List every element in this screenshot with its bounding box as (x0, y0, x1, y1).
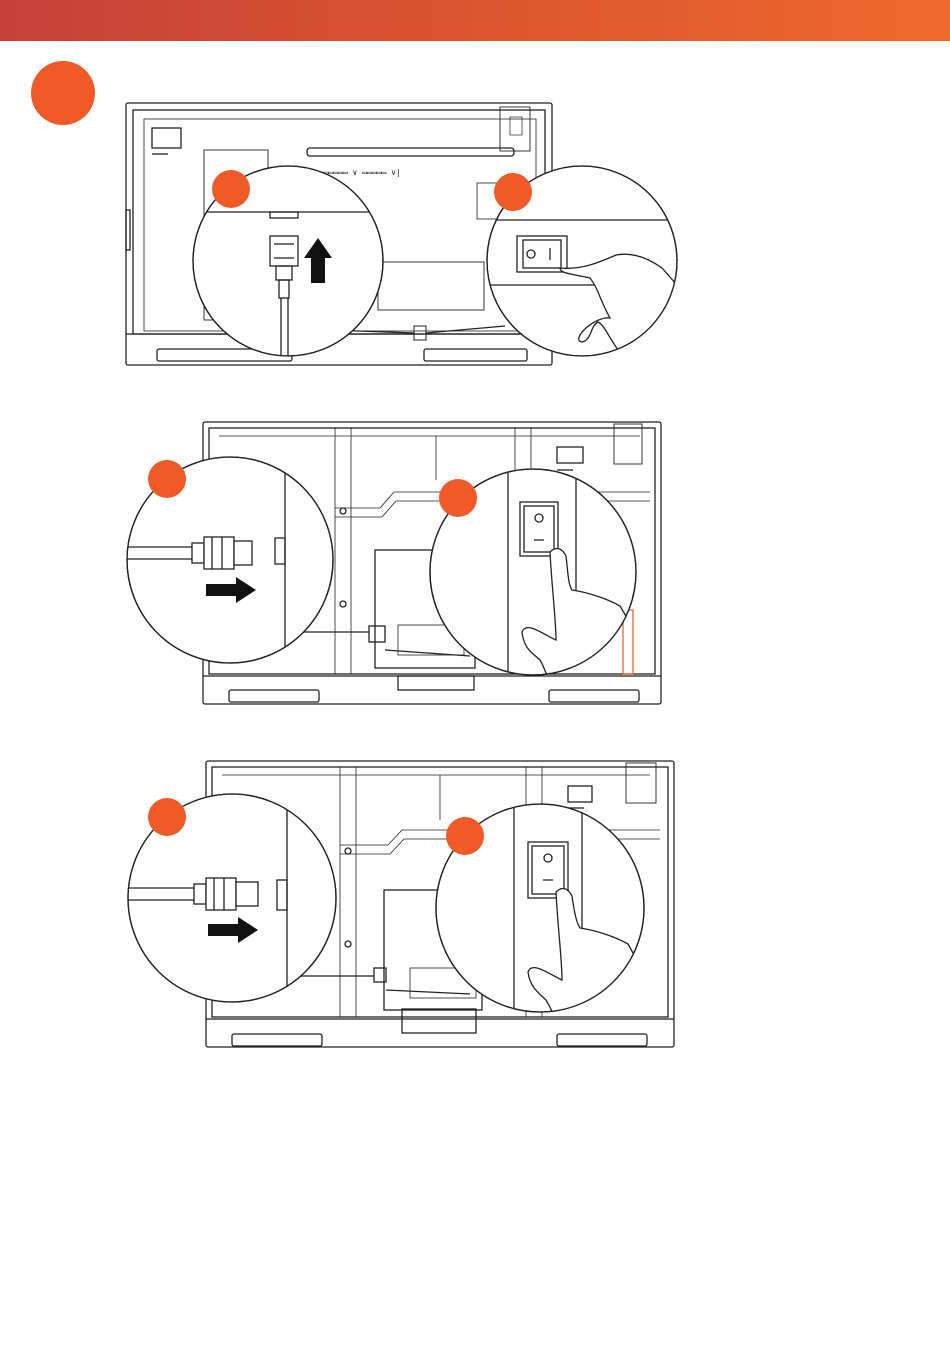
zoom-badge-2b (439, 479, 477, 517)
zoom-badge-1a (212, 170, 250, 208)
power-plug-icon (270, 236, 298, 266)
zoom-badge-3b (446, 817, 484, 855)
power-plug-icon (206, 878, 236, 910)
figure-2 (120, 422, 661, 704)
zoom-badge-3a (148, 798, 186, 836)
figure-3 (120, 761, 674, 1047)
figure-1: ▭▭▭▭▭▭▭ ∨ ▭▭▭▭▭ ∨| (126, 103, 690, 365)
zoom-badge-1b (494, 173, 532, 211)
power-plug-icon (204, 537, 234, 569)
zoom-badge-2a (148, 460, 186, 498)
